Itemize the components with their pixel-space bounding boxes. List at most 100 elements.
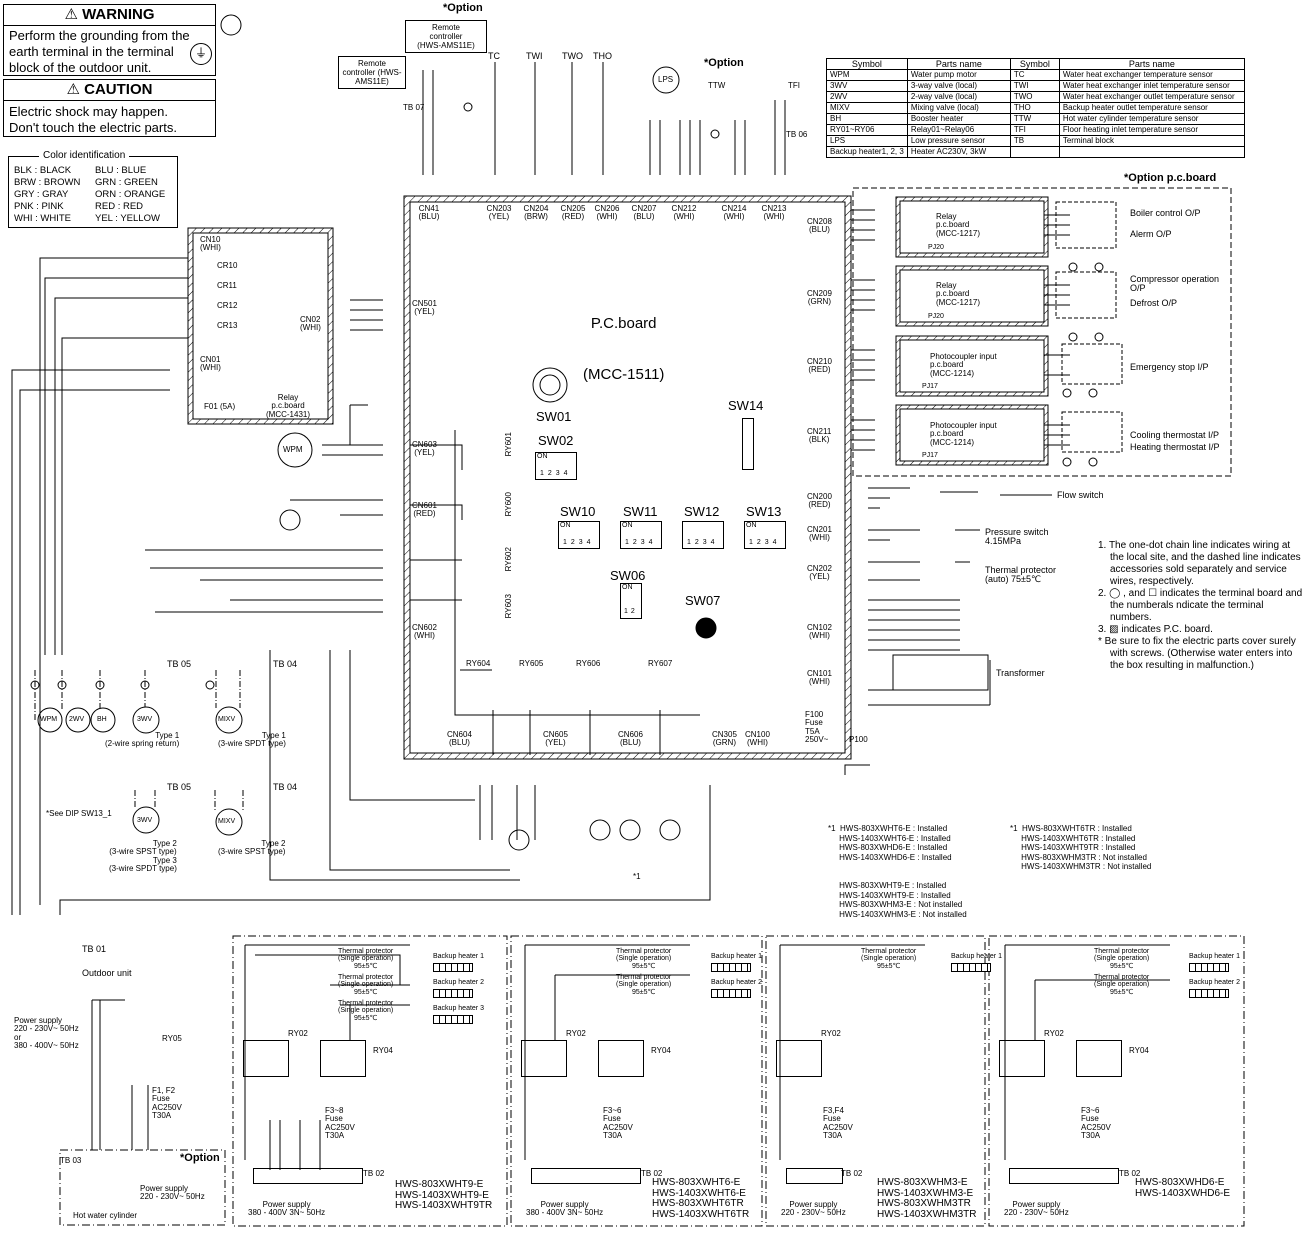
relay-ry600: RY600 <box>503 492 513 517</box>
symbol-table-cell: Water heat exchanger outlet temperature … <box>1058 91 1245 103</box>
compressor-operation-label: Compressor operation O/P <box>1130 274 1220 294</box>
color-list-left: BLK : BLACK BRW : BROWN GRY : GRAY PNK :… <box>14 165 81 224</box>
load-wpm: WPM <box>40 716 58 723</box>
relay-block-icon <box>776 1040 822 1077</box>
note-2: 2. ◯ , and ☐ indicates the terminal boar… <box>1098 588 1303 623</box>
heater-element-icon <box>433 963 473 972</box>
symbol-table-cell: MIXV <box>826 102 908 114</box>
symbol-table-cell: TTW <box>1009 113 1060 125</box>
caution-title: ⚠ CAUTION <box>4 80 215 101</box>
cn01-label: CN01(WHI) <box>200 355 221 373</box>
cr10-label: CR10 <box>217 261 238 270</box>
cn601-label: CN601(RED) <box>412 501 437 519</box>
connector-cn207: CN207(BLU) <box>631 204 657 222</box>
connector-cn213: CN213(WHI) <box>761 204 787 222</box>
cn202-label: CN202(YEL) <box>807 564 832 582</box>
ry02-label: RY02 <box>821 1029 841 1038</box>
sw06-label: SW06 <box>610 568 646 583</box>
connector-cn214: CN214(WHI) <box>721 204 747 222</box>
symbol-table-cell: Water heat exchanger temperature sensor <box>1058 69 1245 81</box>
symbol-table-cell: Backup heater outlet temperature sensor <box>1058 102 1245 114</box>
relay-ry601: RY601 <box>503 432 513 457</box>
relay-block-icon <box>320 1040 366 1077</box>
tb04-label-2: TB 04 <box>273 782 298 792</box>
defrost-label: Defrost O/P <box>1130 298 1178 308</box>
cn208-label: CN208(BLU) <box>807 217 832 235</box>
tb06-label: TB 06 <box>786 130 808 139</box>
symbol-table-cell: TFI <box>1009 124 1060 136</box>
f01-fuse-label: F01 (5A) <box>204 402 236 411</box>
heater-element-icon <box>1189 963 1229 972</box>
symbol-table-header: Parts name <box>906 58 1011 70</box>
backup-heater-label: Backup heater 3 <box>433 1005 484 1012</box>
tb02-label: TB 02 <box>841 1169 863 1178</box>
notes: 1. The one-dot chain line indicates wiri… <box>1098 540 1303 672</box>
color-identification: Color identification BLK : BLACK BRW : B… <box>8 150 178 228</box>
sensor-two-label: TWO <box>562 51 583 61</box>
cn100-label: CN100(WHI) <box>745 730 770 748</box>
load-bh: BH <box>97 716 107 723</box>
tfi-label: TFI <box>788 81 800 90</box>
symbol-table-cell: 3-way valve (local) <box>906 80 1011 92</box>
tb05-label-2: TB 05 <box>167 782 192 792</box>
cn201-label: CN201(WHI) <box>807 525 832 543</box>
thermal-protector-text: Thermal protector(Single operation)95±5℃ <box>1094 948 1150 970</box>
model-installed-list-right: *1 HWS-803XWHT6TR : Installed HWS-1403XW… <box>1010 824 1152 871</box>
star1-mark: *1 <box>633 872 641 881</box>
caution-text: Electric shock may happen. Don't touch t… <box>9 104 177 135</box>
thermal-protector-text: Thermal protector(Single operation)95±5℃ <box>616 948 672 970</box>
tb02-label: TB 02 <box>363 1169 385 1178</box>
sw11-label: SW11 <box>623 504 658 519</box>
ttw-label: TTW <box>708 81 726 90</box>
tb04-type1: Type 1(3-wire SPDT type) <box>218 731 286 749</box>
connector-cn41: CN41(BLU) <box>418 204 440 222</box>
sw14-label: SW14 <box>728 398 764 413</box>
relay-ry604: RY604 <box>466 659 491 668</box>
symbol-table-cell: Floor heating inlet temperature sensor <box>1058 124 1245 136</box>
symbol-table-cell: TWI <box>1009 80 1060 92</box>
ground-icon: ⏚ <box>190 43 212 65</box>
flow-switch-label: Flow switch <box>1057 490 1104 500</box>
load-2wv: 2WV <box>69 716 85 723</box>
connector-cn205: CN205(RED) <box>560 204 586 222</box>
backup-heater-label: Backup heater 2 <box>711 979 762 986</box>
heating-thermostat-label: Heating thermostat I/P <box>1130 442 1220 452</box>
terminal-block-tb02 <box>531 1168 641 1184</box>
outdoor-unit-label: Outdoor unit <box>82 968 132 978</box>
sensor-tc-label: TC <box>488 51 500 61</box>
note-1: 1. The one-dot chain line indicates wiri… <box>1098 540 1301 587</box>
cn501-label: CN501(YEL) <box>412 299 437 317</box>
tb02-label: TB 02 <box>641 1169 663 1178</box>
symbol-table-cell: 3WV <box>826 80 908 92</box>
terminal-block-tb02 <box>1009 1168 1119 1184</box>
backup-heater-label: Backup heater 1 <box>433 953 484 960</box>
thermal-protector-text: Thermal protector(Single operation)95±5℃ <box>338 948 394 970</box>
cn10-label: CN10(WHI) <box>200 235 221 253</box>
relay-block-icon <box>521 1040 567 1077</box>
symbol-table-header: Symbol <box>826 58 908 70</box>
cr11-label: CR11 <box>217 281 237 290</box>
symbol-table-header: Symbol <box>1009 58 1060 70</box>
cn102-label: CN102(WHI) <box>807 623 832 641</box>
symbol-table-cell <box>1058 146 1245 158</box>
heater-element-icon <box>951 963 991 972</box>
load-mixv-2: MIXV <box>218 818 236 825</box>
heater-element-icon <box>433 989 473 998</box>
option-label-right: *Option <box>704 57 744 69</box>
